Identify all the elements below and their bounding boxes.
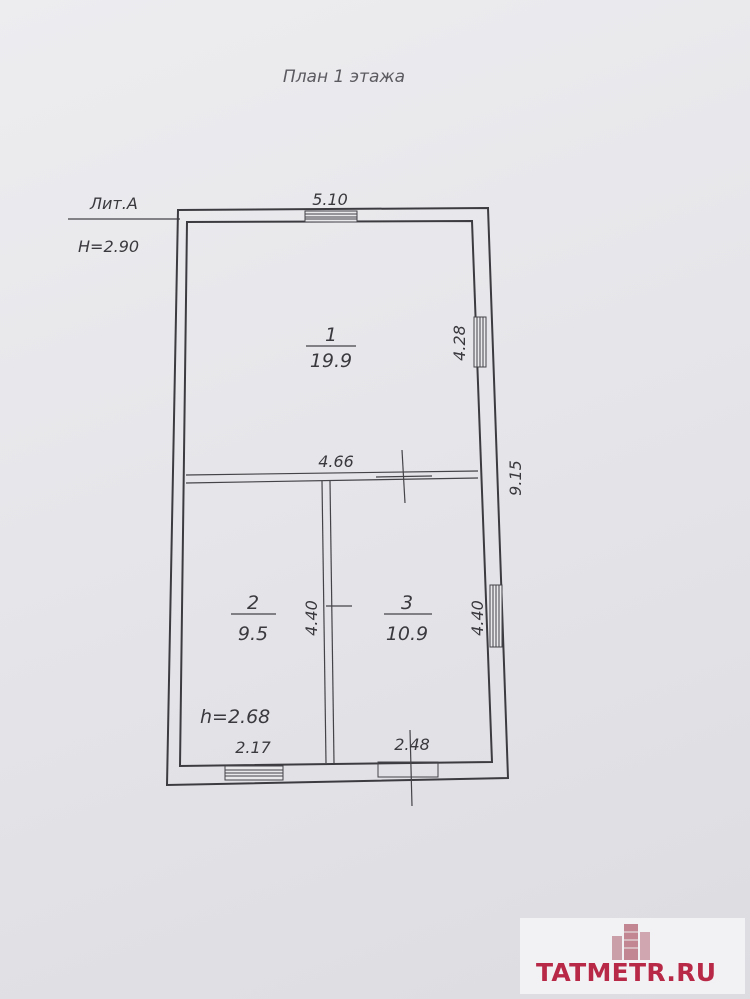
window-right-room1: [473, 316, 487, 368]
dim-room1-right: 4.28: [450, 325, 469, 361]
room-1-area: 19.9: [310, 350, 352, 372]
room-1-label: 1 19.9: [306, 324, 356, 372]
building-logo-icon: [612, 924, 650, 960]
entrance-axis: [409, 729, 413, 807]
dim-room2-right: 4.40: [302, 600, 321, 636]
room-1-number: 1: [325, 324, 337, 346]
plan-title: План 1 этажа: [283, 67, 405, 87]
outer-walls: [165, 206, 510, 787]
dim-room2-bottom: 2.17: [235, 738, 271, 757]
dim-overall-right: 9.15: [506, 460, 525, 496]
window-right-room3: [489, 584, 503, 648]
room-3-label: 3 10.9: [384, 592, 432, 645]
interior-partition: [321, 480, 352, 764]
dim-room3-right: 4.40: [468, 600, 487, 636]
room-3-area: 10.9: [386, 623, 428, 645]
entrance-door: [377, 729, 439, 807]
dim-room3-bottom: 2.48: [394, 735, 430, 754]
dim-top-wall: 5.10: [312, 190, 348, 209]
building-label: Лит.А H=2.90: [68, 194, 180, 256]
liter-label: Лит.А: [89, 194, 138, 213]
watermark-text: TATMETR.RU: [536, 958, 717, 987]
window-bottom-room2: [224, 765, 284, 781]
room-2-label: 2 9.5: [231, 592, 276, 645]
building-height-label: H=2.90: [78, 237, 139, 256]
room-3-number: 3: [401, 592, 413, 614]
room-2-area: 9.5: [238, 623, 268, 645]
dim-room1-bottom: 4.66: [318, 452, 354, 471]
room-2-number: 2: [247, 592, 259, 614]
room1-bottom-wall: [185, 470, 479, 484]
watermark: TATMETR.RU: [520, 918, 745, 994]
ceiling-height-label: h=2.68: [200, 706, 270, 728]
door-axis-room1-room3: [401, 449, 406, 504]
window-top: [304, 210, 358, 223]
